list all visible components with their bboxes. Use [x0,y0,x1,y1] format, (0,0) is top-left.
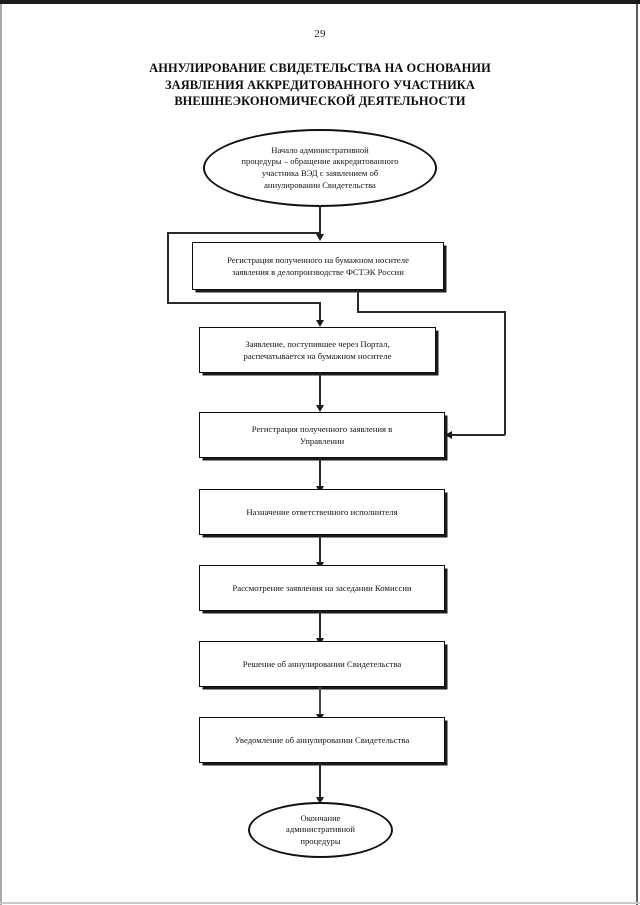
flowchart-step-3-text: Регистрация полученного заявления в Упра… [244,423,401,448]
page-title: АННУЛИРОВАНИЕ СВИДЕТЕЛЬСТВА НА ОСНОВАНИИ… [95,60,545,110]
connector-step2-to-step3 [319,373,321,408]
start-line-3: участника ВЭД с заявлением об [261,168,379,178]
scan-edge-left [0,4,2,905]
flowchart-step-5: Рассмотрение заявления на заседании Коми… [199,565,445,611]
flowchart-end-node: Окончание административной процедуры [248,802,393,858]
step-3-line-1: Регистрация полученного заявления в [251,423,393,434]
connector-left-loop-side [167,232,169,303]
step-2-line-1: Заявление, поступившее через Портал, [245,338,390,349]
step-4-line-1: Назначение ответственного исполнителя [246,506,398,517]
flowchart-step-1: Регистрация полученного на бумажном носи… [192,242,444,290]
flowchart-step-4-text: Назначение ответственного исполнителя [238,506,405,519]
step-1-line-1: Регистрация полученного на бумажном носи… [227,254,409,265]
step-1-line-2: заявления в делопроизводстве ФСТЭК Росси… [232,267,404,277]
page-title-line-2: ЗАЯВЛЕНИЯ АККРЕДИТОВАННОГО УЧАСТНИКА [165,77,475,92]
flowchart-step-4: Назначение ответственного исполнителя [199,489,445,535]
connector-step3-to-step4 [319,458,321,492]
flowchart-end-text: Окончание административной процедуры [272,813,369,848]
connector-step4-to-step5 [319,535,321,568]
step-5-line-1: Рассмотрение заявления на заседании Коми… [232,582,412,593]
connector-right-loop-top [357,311,506,313]
flowchart-step-6-text: Решение об аннулировании Свидетельства [235,658,409,671]
flowchart-step-2-text: Заявление, поступившее через Портал, рас… [236,338,400,363]
end-line-3: процедуры [300,835,341,846]
connector-start-to-step1 [319,205,321,236]
end-line-2: административной [286,824,355,835]
flowchart-start-node: Начало административной процедуры – обра… [203,129,437,207]
connector-step7-to-end [319,763,321,802]
connector-left-loop-bottom [167,302,321,304]
flowchart-step-7-text: Уведомление об аннулировании Свидетельст… [227,734,418,747]
flowchart-start-text: Начало административной процедуры – обра… [227,145,412,191]
arrowhead-into-step2 [316,320,324,327]
flowchart-step-1-text: Регистрация полученного на бумажном носи… [219,254,417,279]
start-line-2: процедуры – обращение аккредитованного [241,156,399,167]
flowchart-step-7: Уведомление об аннулировании Свидетельст… [199,717,445,763]
scan-edge-top [0,0,640,4]
connector-step6-to-step7 [319,687,321,720]
page-number: 29 [314,28,326,40]
connector-step5-to-step6 [319,611,321,644]
step-3-line-2: Управлении [299,436,345,446]
step-2-line-2: распечатывается на бумажном носителе [243,351,392,361]
connector-right-loop-side [504,311,506,435]
flowchart-step-6: Решение об аннулировании Свидетельства [199,641,445,687]
arrowhead-into-end [316,797,324,804]
start-line-1: Начало административной [271,144,369,155]
flowchart-step-5-text: Рассмотрение заявления на заседании Коми… [224,582,419,595]
page-title-line-1: АННУЛИРОВАНИЕ СВИДЕТЕЛЬСТВА НА ОСНОВАНИИ [149,61,491,75]
scan-edge-right [636,4,638,905]
page-title-line-3: ВНЕШНЕЭКОНОМИЧЕСКОЙ ДЕЯТЕЛЬНОСТИ [174,94,466,108]
flowchart-step-3: Регистрация полученного заявления в Упра… [199,412,445,458]
connector-into-step2 [319,302,321,323]
arrowhead-into-step3 [316,405,324,412]
start-line-4: аннулировании Свидетельства [264,179,376,190]
step-6-line-1: Решение об аннулировании Свидетельства [242,658,402,669]
flowchart-step-2: Заявление, поступившее через Портал, рас… [199,327,436,373]
connector-step1-to-right-loop [357,290,359,313]
end-line-1: Окончание [300,812,341,823]
connector-left-loop-top [168,232,320,234]
connector-right-loop-bottom [452,434,505,436]
scan-edge-bottom [0,902,640,904]
arrowhead-into-step3-right [445,431,452,439]
step-7-line-1: Уведомление об аннулировании Свидетельст… [234,734,410,745]
arrowhead-into-step1 [316,234,324,241]
